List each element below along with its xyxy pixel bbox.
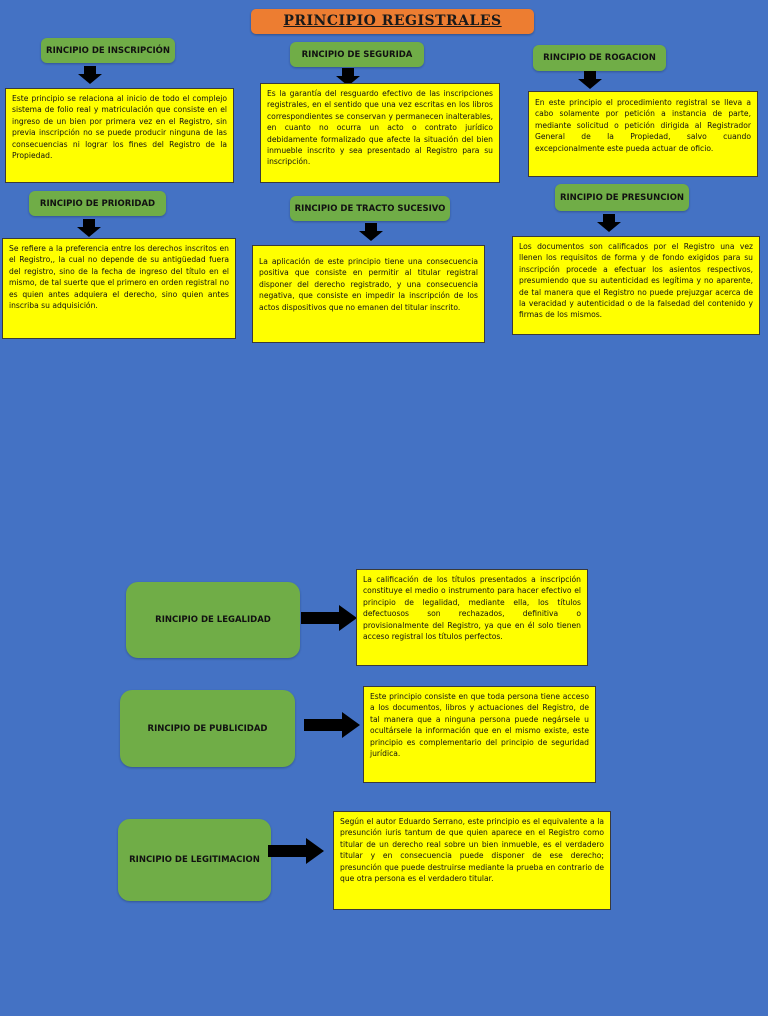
arrow-right-icon <box>304 712 360 738</box>
text-seguridad: Es la garantía del resguardo efectivo de… <box>260 83 500 183</box>
page-title: PRINCIPIO REGISTRALES <box>251 9 534 34</box>
text-legalidad: La calificación de los títulos presentad… <box>356 569 588 666</box>
label-legalidad: RINCIPIO DE LEGALIDAD <box>126 582 300 658</box>
label-inscripcion: RINCIPIO DE INSCRIPCIÓN <box>41 38 175 63</box>
text-legitimacion: Según el autor Eduardo Serrano, este pri… <box>333 811 611 910</box>
arrow-down-icon <box>78 66 102 84</box>
text-inscripcion: Este principio se relaciona al inicio de… <box>5 88 234 183</box>
label-rogacion: RINCIPIO DE ROGACION <box>533 45 666 71</box>
arrow-down-icon <box>77 219 101 237</box>
label-legitimacion: RINCIPIO DE LEGITIMACION <box>118 819 271 901</box>
label-tracto: RINCIPIO DE TRACTO SUCESIVO <box>290 196 450 221</box>
label-presuncion: RINCIPIO DE PRESUNCION <box>555 184 689 211</box>
text-tracto: La aplicación de este principio tiene un… <box>252 245 485 343</box>
text-prioridad: Se refiere a la preferencia entre los de… <box>2 238 236 339</box>
label-prioridad: RINCIPIO DE PRIORIDAD <box>29 191 166 216</box>
arrow-down-icon <box>359 223 383 241</box>
text-presuncion: Los documentos son calificados por el Re… <box>512 236 760 335</box>
arrow-down-icon <box>597 214 621 232</box>
arrow-right-icon <box>268 838 324 864</box>
label-seguridad: RINCIPIO DE SEGURIDA <box>290 42 424 67</box>
text-publicidad: Este principio consiste en que toda pers… <box>363 686 596 783</box>
text-rogacion: En este principio el procedimiento regis… <box>528 91 758 177</box>
label-publicidad: RINCIPIO DE PUBLICIDAD <box>120 690 295 767</box>
arrow-down-icon <box>336 68 360 86</box>
arrow-down-icon <box>578 71 602 89</box>
arrow-right-icon <box>301 605 357 631</box>
